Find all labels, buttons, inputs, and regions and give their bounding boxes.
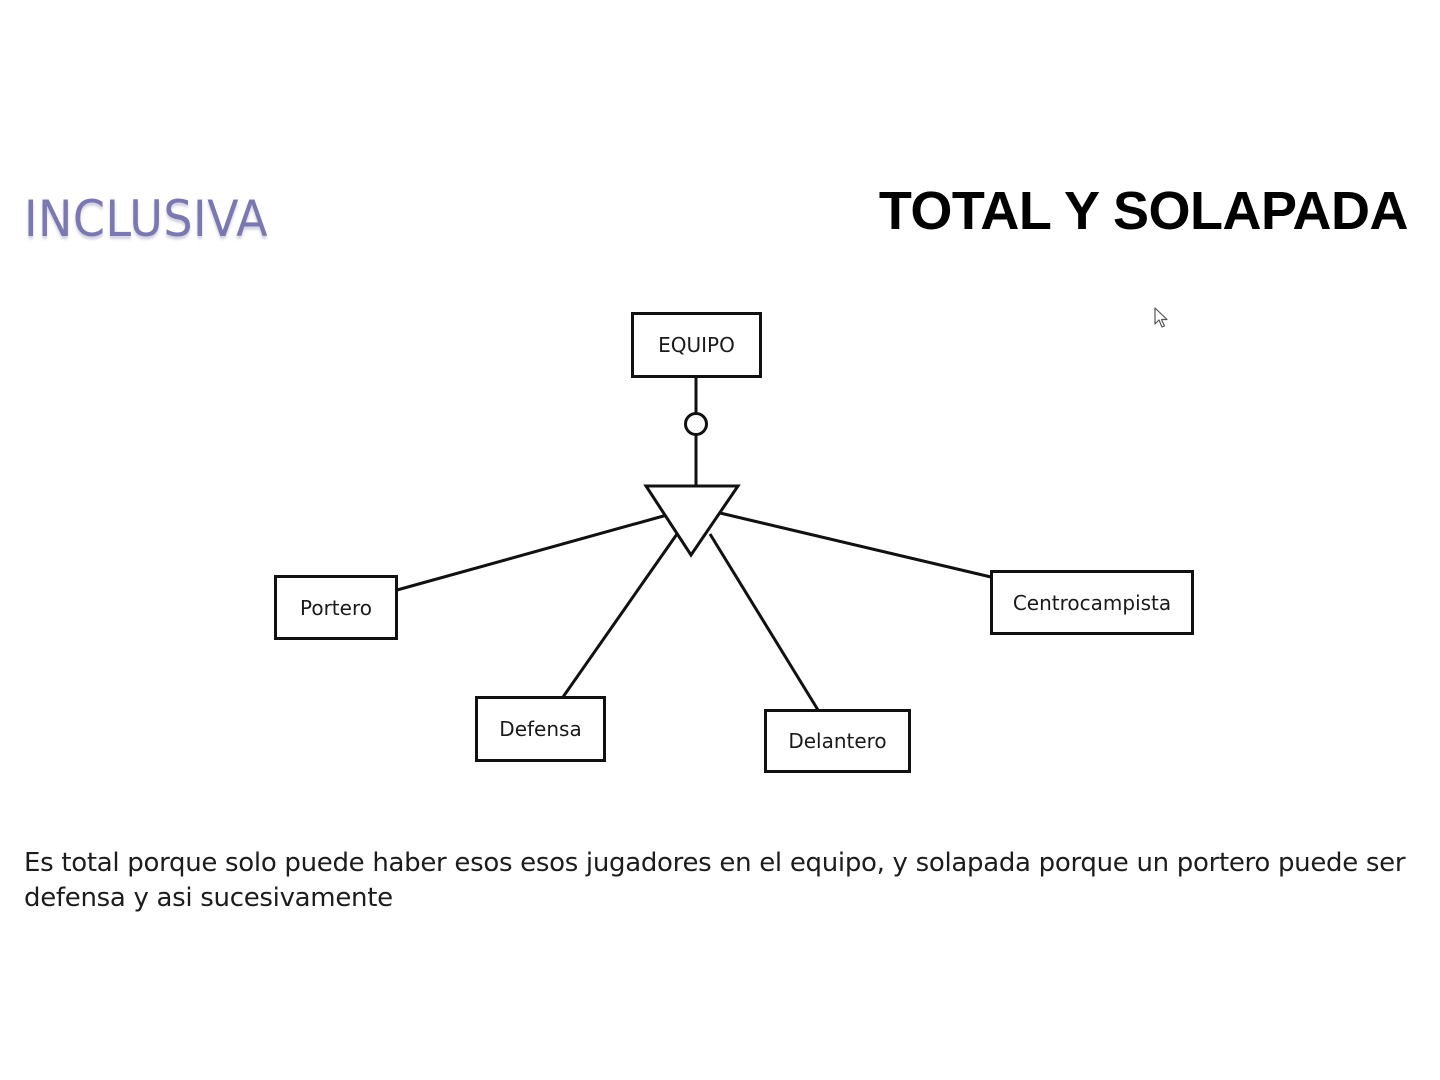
- specialization-triangle-icon: [643, 484, 741, 558]
- entity-delantero: Delantero: [764, 709, 911, 773]
- entity-centrocampista: Centrocampista: [990, 570, 1194, 635]
- entity-portero-label: Portero: [300, 595, 372, 620]
- entity-equipo: EQUIPO: [631, 312, 762, 378]
- slide-title-total-y-solapada: TOTAL Y SOLAPADA: [878, 181, 1409, 241]
- circle-icon: [684, 412, 708, 436]
- entity-delantero-label: Delantero: [788, 729, 887, 753]
- line-portero: [396, 513, 668, 592]
- entity-defensa-label: Defensa: [499, 717, 582, 741]
- entity-equipo-label: EQUIPO: [658, 333, 735, 357]
- entity-portero: Portero: [274, 575, 398, 640]
- line-defensa: [561, 533, 679, 698]
- line-centrocampista: [719, 511, 992, 579]
- mouse-cursor-icon: [1154, 307, 1168, 328]
- slide-title-inclusiva: INCLUSIVA: [24, 190, 269, 248]
- line-delantero: [708, 533, 820, 711]
- entity-defensa: Defensa: [475, 696, 606, 762]
- slide-description: Es total porque solo puede haber esos es…: [24, 848, 1406, 913]
- entity-centrocampista-label: Centrocampista: [1012, 590, 1172, 615]
